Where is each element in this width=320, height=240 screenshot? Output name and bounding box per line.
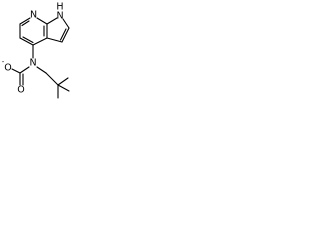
bond-n7-c6-double: [21, 20, 30, 27]
carbamate-chain: [11, 44, 70, 99]
bond-c3-c3a: [46, 37, 63, 43]
chemical-structure: N N H N O - O: [2, 2, 70, 99]
bond-c7a-n1: [46, 17, 58, 25]
pyrrole-hydrogen-label: H: [56, 2, 63, 13]
bond-cq-me-up: [57, 77, 69, 86]
bond-c2-c3: [61, 27, 70, 43]
bond-n-carbonyl-c: [19, 66, 30, 74]
pyridine-ring: [19, 17, 48, 46]
bond-c7a-n7: [36, 17, 48, 25]
bond-c5-c4: [19, 37, 34, 46]
bond-c4-c3a: [32, 37, 48, 46]
bond-ch2-cq: [45, 72, 59, 86]
bond-c-o-top: [11, 68, 21, 74]
bond-n1-c2: [62, 18, 70, 29]
bond-n7-c6: [19, 17, 31, 25]
bond-n-ch2: [36, 66, 47, 74]
bond-c2-c3-double: [59, 28, 67, 41]
bond-cq-me-right: [57, 84, 70, 92]
pyridine-nitrogen-label: N: [30, 10, 37, 21]
pyrrole-ring: [46, 17, 70, 43]
bond-c5-c4-double: [22, 36, 34, 44]
oxygen-charge-label: -: [2, 58, 5, 66]
pyrrole-nitrogen-label: N: [56, 11, 63, 22]
carbonyl-oxygen-label: O: [17, 85, 24, 96]
atom-labels: N N H N O - O: [2, 2, 64, 96]
oxygen-anion-label: O: [4, 63, 11, 74]
amine-nitrogen-label: N: [29, 58, 36, 69]
